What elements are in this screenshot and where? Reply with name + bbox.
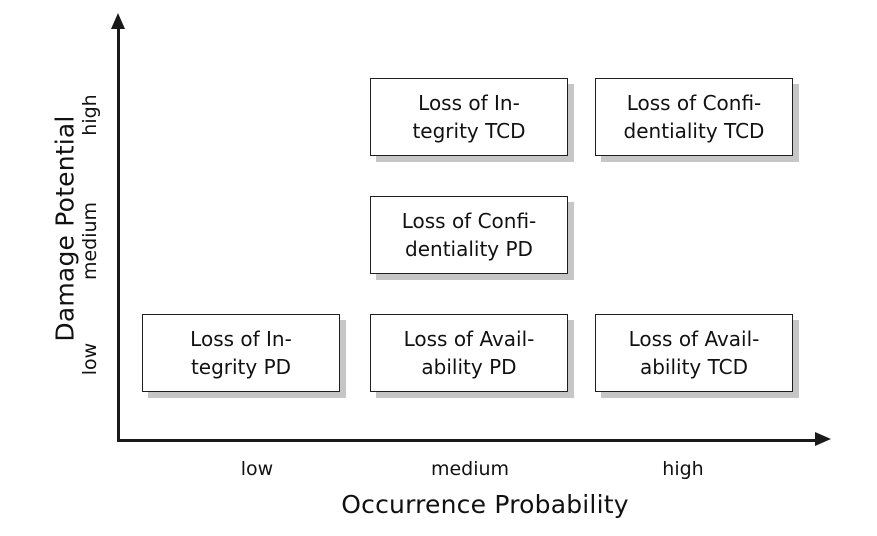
x-axis-title: Occurrence Probability — [341, 490, 629, 519]
y-axis-arrow-icon — [111, 13, 125, 29]
y-tick-label-high: high — [79, 94, 101, 136]
risk-cell-availability-pd[interactable]: Loss of Avail- ability PD — [370, 314, 568, 392]
x-axis-arrow-icon — [815, 432, 831, 446]
y-axis-line — [117, 26, 120, 442]
x-tick-label-low: low — [240, 458, 274, 480]
risk-cell-label: Loss of In- tegrity PD — [190, 326, 292, 379]
y-axis-title: Damage Potential — [50, 115, 80, 342]
risk-cell-availability-tcd[interactable]: Loss of Avail- ability TCD — [595, 314, 793, 392]
risk-cell-label: Loss of In- tegrity TCD — [412, 90, 526, 143]
y-tick-label-low: low — [79, 342, 101, 376]
x-tick-label-high: high — [662, 458, 704, 480]
risk-cell-label: Loss of Confi- dentiality PD — [401, 208, 537, 261]
x-axis-line — [117, 439, 817, 442]
x-tick-label-medium: medium — [430, 458, 510, 480]
risk-cell-confidentiality-tcd[interactable]: Loss of Confi- dentiality TCD — [595, 78, 793, 156]
risk-cell-integrity-tcd[interactable]: Loss of In- tegrity TCD — [370, 78, 568, 156]
y-tick-label-medium: medium — [79, 201, 101, 281]
risk-cell-label: Loss of Confi- dentiality TCD — [623, 90, 765, 143]
risk-cell-label: Loss of Avail- ability TCD — [628, 326, 760, 379]
risk-cell-integrity-pd[interactable]: Loss of In- tegrity PD — [142, 314, 340, 392]
risk-cell-label: Loss of Avail- ability PD — [403, 326, 535, 379]
risk-cell-confidentiality-pd[interactable]: Loss of Confi- dentiality PD — [370, 196, 568, 274]
